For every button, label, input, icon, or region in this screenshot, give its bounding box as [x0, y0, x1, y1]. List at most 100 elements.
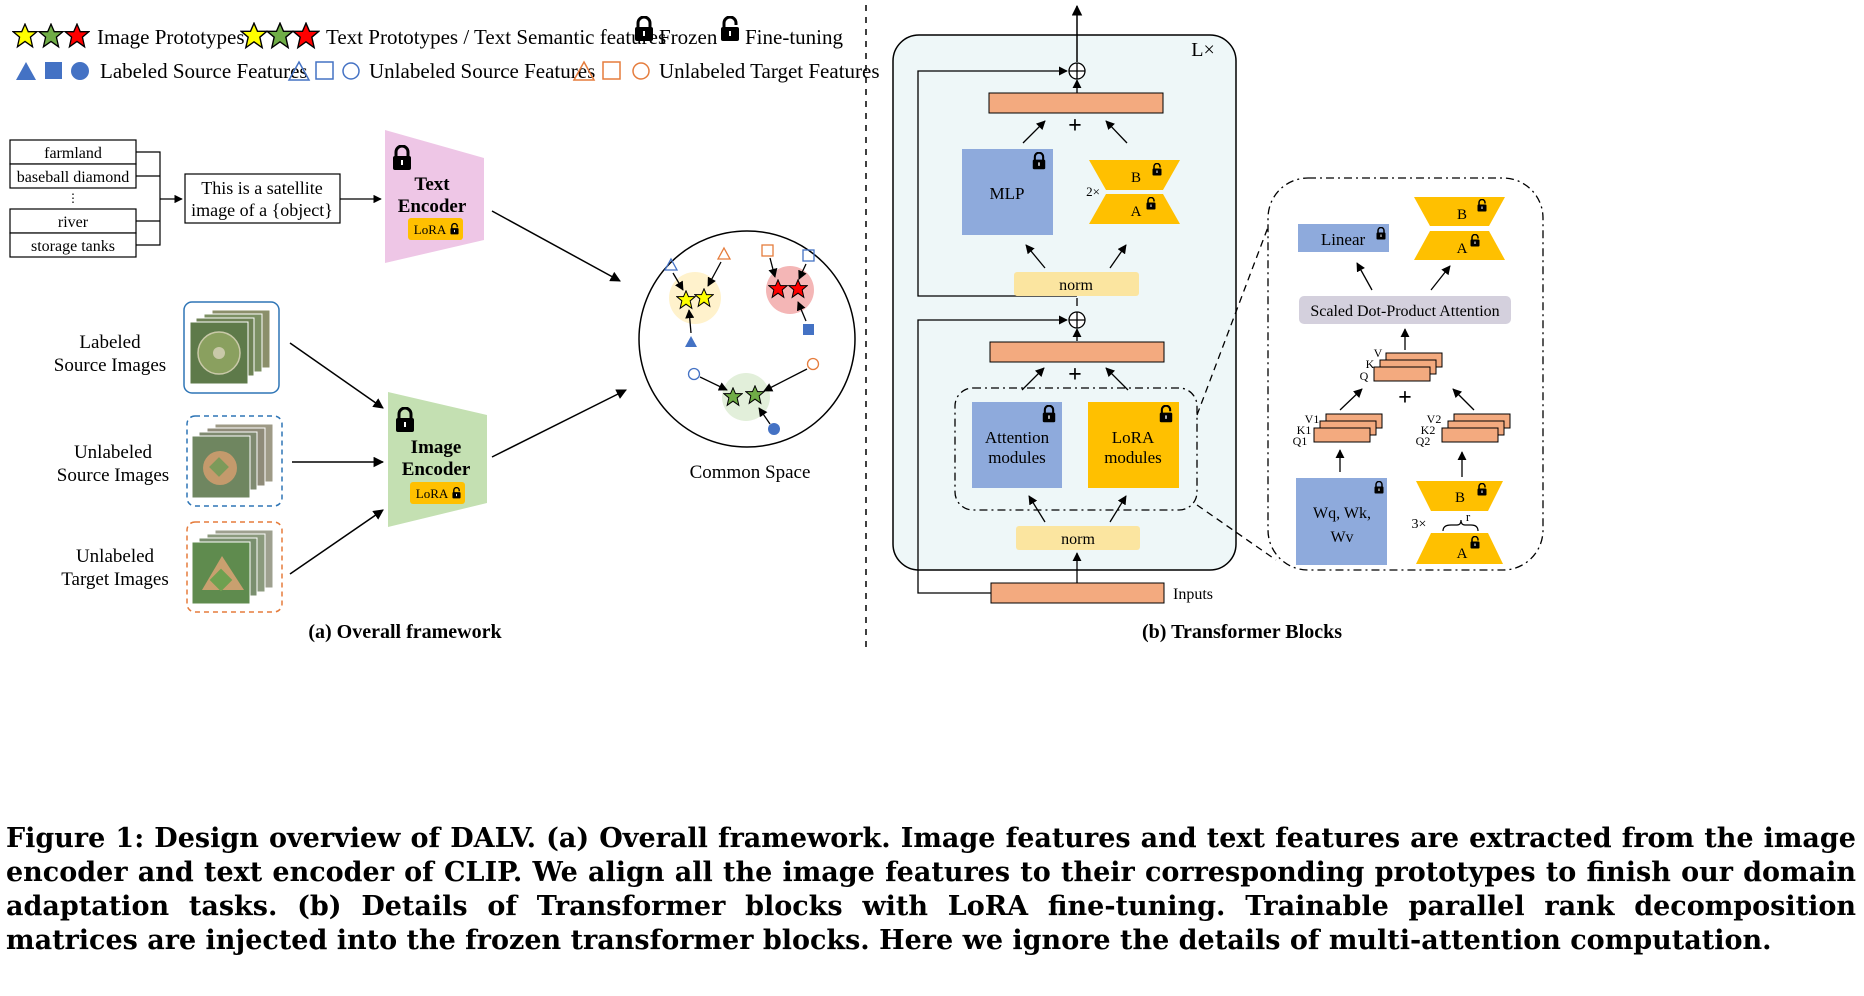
detail-b-label: B: [1457, 207, 1467, 223]
legend-fine-tuning: Fine-tuning: [745, 25, 843, 49]
circle-outline-icon: [687, 367, 701, 381]
prompt-line-2: image of a {object}: [191, 200, 333, 220]
square-filled-icon: [45, 62, 62, 79]
v1-label: V1: [1305, 412, 1320, 426]
inputs-label: Inputs: [1173, 586, 1213, 603]
transformer-blocks: L× + MLP B A 2× norm +: [892, 4, 1544, 643]
text-encoder-line-2: Encoder: [398, 196, 467, 217]
qkv-projection-block: [1296, 478, 1387, 565]
legend: Image Prototypes Text Prototypes / Text …: [12, 16, 880, 83]
circle-outline-icon: [806, 357, 820, 371]
labeled-source-images: [183, 301, 280, 394]
linear-label: Linear: [1321, 230, 1366, 249]
k2-label: K2: [1421, 423, 1436, 437]
detail-lora-b: [1414, 197, 1505, 226]
triangle-outline-icon: [572, 60, 596, 81]
circle-outline-icon: [342, 62, 360, 80]
triangle-filled-icon: [685, 336, 697, 347]
legend-unlabeled-target: Unlabeled Target Features: [659, 59, 880, 83]
detail-a-label: A: [1457, 241, 1468, 257]
sdpa-label: Scaled Dot-Product Attention: [1310, 303, 1499, 320]
plus-sign: +: [1068, 362, 1082, 388]
legend-text-prototypes: Text Prototypes / Text Semantic features: [326, 25, 666, 49]
cluster-green: [722, 373, 770, 421]
square-outline-icon: [602, 61, 621, 80]
subtitle-overall-framework: (a) Overall framework: [308, 621, 502, 643]
detail-lora-a: [1414, 231, 1505, 260]
unlabeled-target-label-2: Target Images: [61, 569, 169, 590]
circle-outline-icon: [632, 62, 650, 80]
circle-filled-icon: [768, 423, 780, 435]
qkv-a-label: A: [1457, 546, 1468, 562]
rank-brace: [1442, 519, 1479, 532]
class-farmland: farmland: [44, 145, 102, 162]
norm-lower: [1016, 526, 1140, 550]
green-star-icon: [38, 23, 64, 48]
figure-caption: Figure 1: Design overview of DALV. (a) O…: [6, 823, 1856, 956]
k1-label: K1: [1297, 423, 1312, 437]
lora-badge: [408, 218, 463, 240]
lock-icon: [634, 16, 654, 42]
v-label: V: [1374, 346, 1383, 360]
text-encoder-line-1: Text: [414, 174, 450, 195]
square-filled-icon: [803, 324, 814, 335]
class-baseball-diamond: baseball diamond: [17, 169, 129, 186]
lora-badge: [410, 482, 465, 504]
attention-line-1: Attention: [985, 428, 1050, 447]
transformer-block-panel: [892, 34, 1237, 571]
labeled-source-label-2: Source Images: [54, 355, 166, 376]
lora-badge-label: LoRA: [416, 486, 449, 501]
wv-label: Wv: [1330, 529, 1353, 546]
lora-a-label: A: [1131, 204, 1142, 220]
output-feature-bar: [988, 92, 1164, 114]
plus-sign: +: [1068, 113, 1082, 139]
linear-block: [1298, 224, 1389, 252]
circle-filled-icon: [71, 62, 89, 80]
repeat-3x: 3×: [1412, 517, 1427, 532]
legend-unlabeled-source: Unlabeled Source Features: [369, 59, 595, 83]
unlock-icon: [720, 16, 740, 42]
red-star-icon: [292, 22, 320, 49]
overall-framework: farmland baseball diamond ⋮ river storag…: [9, 130, 856, 643]
q2-label: Q2: [1416, 434, 1431, 448]
qkv-lora-a: [1416, 533, 1503, 564]
subtitle-transformer-blocks: (b) Transformer Blocks: [1142, 621, 1342, 643]
q-label: Q: [1360, 369, 1369, 383]
image-encoder-line-2: Encoder: [402, 459, 471, 480]
yellow-star-icon: [240, 22, 268, 49]
attention-lora-group: [954, 387, 1198, 511]
norm-lower-label: norm: [1061, 531, 1095, 548]
labeled-source-label-1: Labeled: [79, 332, 141, 353]
rank-label: r: [1466, 509, 1471, 524]
input-feature-bar: [990, 582, 1165, 604]
unlabeled-source-label-1: Unlabeled: [74, 442, 153, 463]
wq-wk-label: Wq, Wk,: [1313, 505, 1371, 522]
unlabeled-target-images: [186, 521, 283, 613]
lora-badge-label: LoRA: [414, 222, 447, 237]
repeat-2x: 2×: [1086, 184, 1100, 199]
norm-upper: [1014, 272, 1139, 296]
lora-modules-line-2: modules: [1104, 448, 1162, 467]
triangle-outline-icon: [663, 257, 679, 271]
red-star-icon: [64, 23, 90, 48]
prompt-line-1: This is a satellite: [201, 178, 322, 198]
cluster-red: [766, 266, 814, 314]
lora-b-matrix: [1089, 160, 1180, 190]
yellow-star-icon: [12, 23, 38, 48]
common-space-label: Common Space: [690, 462, 811, 483]
class-ellipsis: ⋮: [67, 191, 79, 205]
q1-label: Q1: [1293, 434, 1308, 448]
square-outline-icon: [761, 244, 774, 257]
legend-image-prototypes: Image Prototypes: [97, 25, 245, 49]
attention-line-2: modules: [988, 448, 1046, 467]
repeat-label: L×: [1191, 39, 1215, 61]
attention-output-bar: [989, 341, 1165, 363]
lora-b-label: B: [1131, 170, 1141, 186]
triangle-outline-icon: [287, 60, 311, 81]
image-encoder-line-1: Image: [411, 437, 462, 458]
framework-diagram: Image Prototypes Text Prototypes / Text …: [9, 4, 1544, 648]
plus-sign: +: [1398, 385, 1412, 411]
unlabeled-source-images: [186, 415, 283, 507]
green-star-icon: [266, 22, 294, 49]
class-river: river: [58, 214, 89, 231]
